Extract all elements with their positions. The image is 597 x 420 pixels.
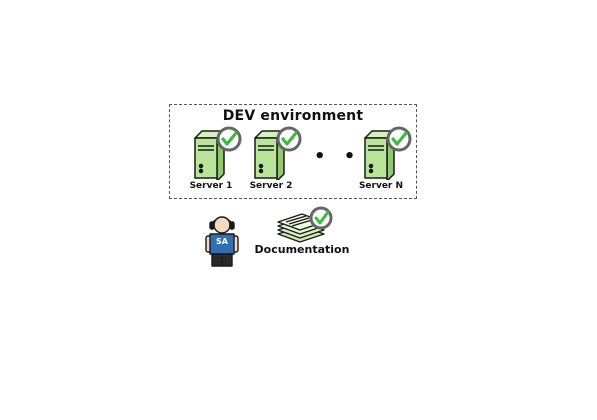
checkmark-icon (314, 210, 330, 225)
server-icon (254, 126, 302, 180)
documents-icon (277, 206, 333, 243)
person-icon (205, 216, 239, 267)
dev-environment-title: DEV environment (222, 108, 364, 124)
server-label-n: Server N (358, 181, 404, 191)
check-ring (276, 126, 302, 152)
checkmark-icon (221, 131, 238, 146)
server-label-2: Server 2 (249, 181, 293, 191)
documentation-label: Documentation (254, 243, 350, 256)
server-label-1: Server 1 (189, 181, 233, 191)
server-icon (364, 126, 412, 180)
check-ring (216, 126, 242, 152)
checkmark-icon (281, 131, 298, 146)
dev-environment-box (169, 104, 417, 199)
checkmark-icon (391, 131, 408, 146)
server-icon (194, 126, 242, 180)
check-ring (386, 126, 412, 152)
person-badge: SA (216, 237, 228, 246)
